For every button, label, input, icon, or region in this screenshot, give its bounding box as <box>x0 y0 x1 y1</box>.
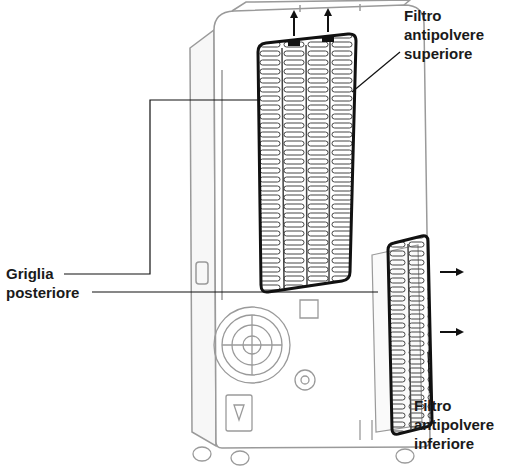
leader-lines <box>64 52 430 393</box>
rear-fittings <box>226 300 372 440</box>
grille-label: Griglia posteriore <box>6 264 94 302</box>
filter-label: Filtro antipolvere superiore <box>404 6 514 63</box>
caster-wheels <box>193 447 414 465</box>
fan-grille <box>214 307 290 383</box>
filter-label: Filtro antipolvere inferiore <box>414 396 522 453</box>
upper-dust-filter <box>258 34 356 292</box>
